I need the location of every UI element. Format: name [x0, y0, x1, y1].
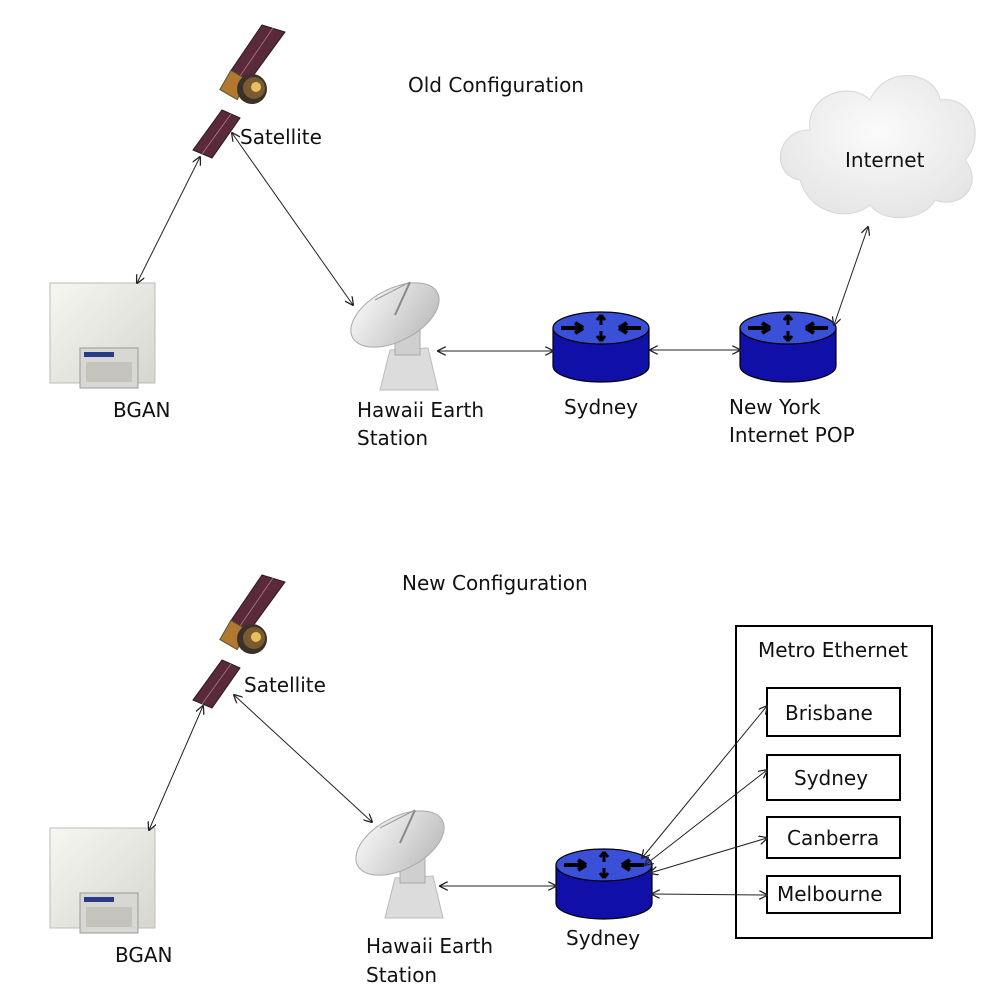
old-bgan-label: BGAN: [113, 398, 171, 422]
new-sydney-label: Sydney: [566, 926, 640, 950]
site-label-melbourne: Melbourne: [777, 882, 883, 906]
router-icon: [551, 310, 651, 384]
site-label-brisbane: Brisbane: [785, 701, 873, 725]
site-box-brisbane: [766, 687, 901, 737]
new-earth-station-label-2: Station: [366, 963, 437, 987]
new-configuration: New Configuration Satellite BGAN Hawaii …: [49, 571, 933, 987]
site-label-canberra: Canberra: [787, 826, 879, 850]
site-box-melbourne: [766, 875, 901, 914]
old-configuration: Old Configuration Satellite BGAN Hawaii …: [49, 24, 976, 450]
connector-sydney-melbourne: [652, 894, 767, 895]
internet-cloud-icon: [779, 75, 976, 219]
bgan-terminal-icon: [49, 282, 156, 389]
old-config-title: Old Configuration: [408, 73, 584, 97]
old-earth-station-label-2: Station: [357, 426, 428, 450]
connector-satellite-earthstation: [232, 133, 353, 305]
old-satellite-label: Satellite: [240, 125, 322, 149]
connector-satellite-bgan: [137, 157, 200, 283]
router-icon: [738, 310, 838, 384]
old-newyork-label-2: Internet POP: [729, 423, 855, 447]
router-icon: [554, 847, 654, 921]
new-config-title: New Configuration: [402, 571, 588, 595]
connector-sydney-canberra: [650, 838, 767, 873]
old-newyork-label-1: New York: [729, 395, 821, 419]
connector-satellite-earthstation: [234, 695, 372, 822]
bgan-terminal-icon: [49, 827, 156, 934]
earth-station-dish-icon: [344, 796, 456, 919]
metro-ethernet-box: Metro Ethernet Brisbane Sydney Canberra …: [735, 625, 933, 939]
new-satellite-label: Satellite: [244, 673, 326, 697]
internet-label: Internet: [845, 148, 925, 172]
metro-ethernet-title: Metro Ethernet: [758, 638, 908, 662]
connector-satellite-bgan: [149, 706, 203, 830]
new-bgan-label: BGAN: [115, 943, 173, 967]
connector-newyork-internet: [834, 227, 868, 325]
old-sydney-label: Sydney: [564, 395, 638, 419]
new-earth-station-label-1: Hawaii Earth: [366, 934, 493, 958]
earth-station-dish-icon: [339, 268, 451, 391]
old-earth-station-label-1: Hawaii Earth: [357, 398, 484, 422]
site-label-sydney: Sydney: [794, 766, 868, 790]
